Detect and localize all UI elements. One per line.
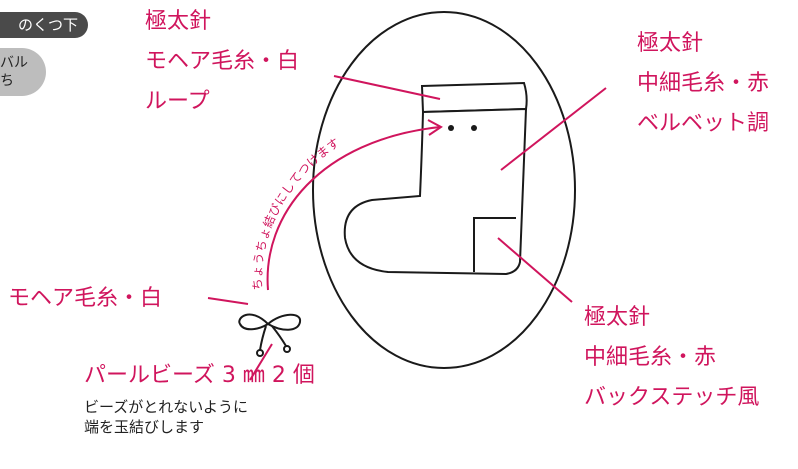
label-cuff-line3: ループ xyxy=(145,89,210,114)
label-body-line2: 中細毛糸・赤 xyxy=(637,71,770,96)
label-heel-line1: 極太針 xyxy=(584,305,651,330)
leader-bottom-right xyxy=(497,237,573,303)
label-body-line3: ベルベット調 xyxy=(637,111,770,136)
label-heel-line3: バックステッチ風 xyxy=(584,385,760,410)
bead-note-line2: 端を玉結びします xyxy=(84,418,205,436)
sock-body xyxy=(343,107,528,276)
current-page-tab[interactable]: のくつ下 xyxy=(0,12,88,38)
other-page-tab[interactable]: バル ち xyxy=(0,48,46,96)
curved-instruction-text: ちょうちょ結びにしてつけます xyxy=(250,135,342,290)
bead-note-line1: ビーズがとれないように xyxy=(84,398,248,416)
label-cuff-line1: 極太針 xyxy=(145,9,212,34)
label-heel: 極太針 中細毛糸・赤 バックステッチ風 xyxy=(584,298,759,418)
curved-arrow xyxy=(266,126,441,291)
other-page-tab-line2: ち xyxy=(0,73,14,89)
leader-top-right xyxy=(500,87,607,171)
heel-patch xyxy=(473,217,516,272)
leader-bottom-left xyxy=(249,343,273,381)
label-bow-yarn: モヘア毛糸・白 xyxy=(8,279,162,319)
arrow-head-icon xyxy=(427,119,443,136)
label-body-line1: 極太針 xyxy=(637,31,704,56)
pearl-bead-dot xyxy=(448,125,454,131)
label-sock-body: 極太針 中細毛糸・赤 ベルベット調 xyxy=(637,24,769,144)
label-bow-yarn-text: モヘア毛糸・白 xyxy=(8,286,163,311)
label-beads: パールビーズ 3 ㎜ 2 個 xyxy=(84,356,315,396)
label-beads-text: パールビーズ 3 ㎜ 2 個 xyxy=(84,363,315,388)
label-cuff-line2: モヘア毛糸・白 xyxy=(145,49,300,74)
label-heel-line2: 中細毛糸・赤 xyxy=(584,345,717,370)
curved-instruction: ちょうちょ結びにしてつけます xyxy=(250,135,342,290)
other-page-tab-line1: バル xyxy=(0,55,28,71)
pearl-bead-dot xyxy=(471,125,477,131)
leader-left-middle xyxy=(207,297,249,305)
bow-icon xyxy=(238,313,302,357)
leader-top-left xyxy=(333,75,441,100)
label-cuff: 極太針 モヘア毛糸・白 ループ xyxy=(145,2,299,122)
current-page-tab-label: のくつ下 xyxy=(17,16,78,34)
bead-note: ビーズがとれないように 端を玉結びします xyxy=(84,397,248,437)
oval-frame xyxy=(312,11,576,369)
